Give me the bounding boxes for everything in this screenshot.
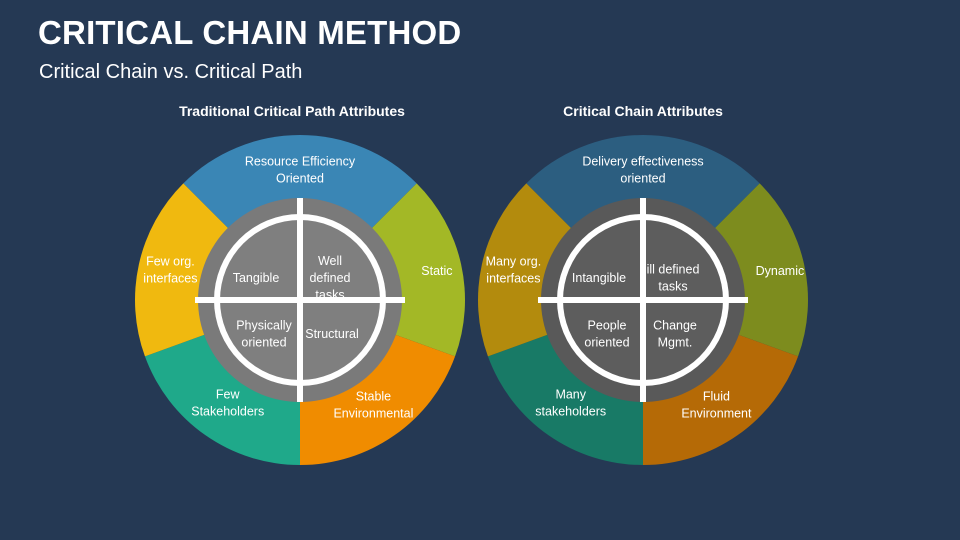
critical-chain-quadrant-top-left: Intangible xyxy=(572,271,626,285)
critical-path-segment-label-4-line: Few org. xyxy=(146,255,195,269)
critical-chain-segment-label-0: Delivery effectiveness oriented xyxy=(582,155,703,186)
critical-path-segment-label-3-line: Few xyxy=(216,388,241,402)
critical-path-heading: Traditional Critical Path Attributes xyxy=(179,103,405,119)
critical-path-segment-label-0-line: Oriented xyxy=(276,172,324,186)
critical-chain-quadrant-bottom-left-line: People xyxy=(588,319,627,333)
critical-chain-segment-label-0-line: oriented xyxy=(620,172,665,186)
critical-path-quadrant-bottom-right: Structural xyxy=(305,327,359,341)
critical-path-quadrant-top-right: Well defined tasks xyxy=(309,254,350,302)
critical-path-quadrant-top-right-line: defined xyxy=(309,271,350,285)
critical-path-segment-label-2-line: Stable xyxy=(356,389,391,403)
critical-chain-segment-label-3: Many stakeholders xyxy=(535,388,606,419)
critical-path-quadrant-top-right-line: Well xyxy=(318,254,342,268)
critical-chain-segment-label-4-line: interfaces xyxy=(486,272,540,286)
critical-path-quadrant-bottom-left-line: oriented xyxy=(241,336,286,350)
critical-chain-quadrant-top-left-line: Intangible xyxy=(572,271,626,285)
critical-chain-segment-label-1-line: Dynamic xyxy=(756,264,805,278)
page-subtitle: Critical Chain vs. Critical Path xyxy=(39,61,303,83)
critical-path-quadrant-top-right-line: tasks xyxy=(315,288,344,302)
critical-chain-segment-label-1: Dynamic xyxy=(756,264,805,278)
critical-path-quadrant-bottom-right-line: Structural xyxy=(305,327,359,341)
critical-path-segment-label-0-line: Resource Efficiency xyxy=(245,155,356,169)
page-title: CRITICAL CHAIN METHOD xyxy=(38,14,462,51)
critical-path-segment-label-4: Few org. interfaces xyxy=(143,255,197,286)
critical-path-vertical-divider xyxy=(297,198,303,402)
critical-chain-vertical-divider xyxy=(640,198,646,402)
critical-path-segment-label-4-line: interfaces xyxy=(143,272,197,286)
critical-chain-quadrant-bottom-right-line: Change xyxy=(653,319,697,333)
critical-path-segment-label-1-line: Static xyxy=(421,264,452,278)
critical-chain-quadrant-top-right: ill defined tasks xyxy=(647,263,700,294)
critical-path-segment-label-3-line: Stakeholders xyxy=(191,405,264,419)
critical-path-quadrant-top-left-line: Tangible xyxy=(233,271,280,285)
critical-chain-quadrant-top-right-line: tasks xyxy=(658,280,687,294)
critical-chain-quadrant-bottom-left: People oriented xyxy=(584,319,629,350)
critical-chain-quadrant-top-right-line: ill defined xyxy=(647,263,700,277)
critical-chain-segment-label-2-line: Environment xyxy=(681,406,752,420)
critical-path-segment-label-2-line: Environmental xyxy=(333,406,413,420)
critical-chain-segment-label-3-line: Many xyxy=(555,388,586,402)
critical-path-quadrant-bottom-left: Physically oriented xyxy=(236,319,292,350)
critical-chain-segment-label-4: Many org. interfaces xyxy=(486,255,542,286)
critical-chain-segment-label-0-line: Delivery effectiveness xyxy=(582,155,703,169)
critical-chain-heading: Critical Chain Attributes xyxy=(563,103,723,119)
critical-path-segment-label-1: Static xyxy=(421,264,452,278)
critical-path-quadrant-top-left: Tangible xyxy=(233,271,280,285)
critical-chain-segment-label-2-line: Fluid xyxy=(703,389,730,403)
critical-chain-segment-label-4-line: Many org. xyxy=(486,255,542,269)
critical-chain-quadrant-bottom-left-line: oriented xyxy=(584,336,629,350)
critical-chain-segment-label-3-line: stakeholders xyxy=(535,405,606,419)
critical-chain-quadrant-bottom-right-line: Mgmt. xyxy=(658,336,693,350)
critical-path-quadrant-bottom-left-line: Physically xyxy=(236,319,292,333)
